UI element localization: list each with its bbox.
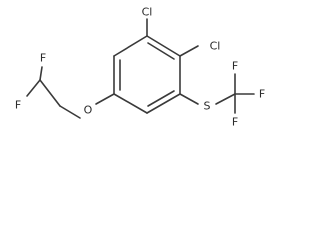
- ring-double-c3-c4: [147, 90, 175, 107]
- atom-o: O: [84, 104, 93, 117]
- bond-s-cf3: [215, 93, 236, 105]
- molecule-diagram: Cl Cl F F O S F F F: [14, 5, 266, 129]
- ring-bond-c6-c1: [113, 35, 148, 57]
- atom-cl-top: Cl: [142, 6, 153, 19]
- bond-c2-cl: [179, 45, 199, 57]
- bond-chf2-f-bottom: [26, 79, 41, 97]
- ring-bond-c3-c4: [146, 93, 181, 114]
- bond-chf2-c-o: [39, 79, 61, 107]
- structure-svg: Cl Cl F F O S F F F: [15, 6, 265, 129]
- ring-double-c1-c2: [147, 42, 175, 60]
- atom-f-cf3-right: F: [259, 88, 265, 101]
- bond-o-chf2: [59, 105, 81, 119]
- bond-c5-o: [95, 93, 115, 105]
- ring-bond-c1-c2: [146, 35, 181, 57]
- bond-c3-s: [179, 93, 199, 105]
- ring-bond-c4-c5: [113, 93, 148, 114]
- atom-cl-right: Cl: [210, 40, 221, 53]
- bond-chf2-f-top: [39, 66, 43, 81]
- atom-f-bottom: F: [15, 99, 21, 112]
- atom-f-cf3-bottom: F: [232, 116, 238, 129]
- atom-f-top: F: [40, 52, 46, 65]
- atom-s: S: [204, 100, 211, 113]
- atom-f-cf3-top: F: [232, 60, 238, 73]
